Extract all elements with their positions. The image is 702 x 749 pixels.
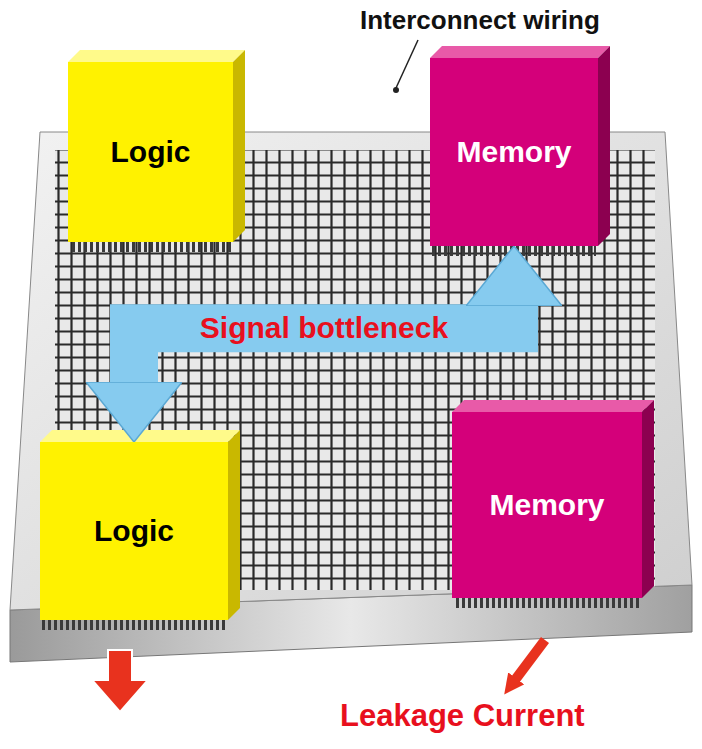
edge-label: Signal bottleneck [196,311,452,346]
block-label: Logic [94,514,174,549]
callout-label: Interconnect wiring [360,6,600,36]
block-side-face [598,46,610,246]
memory-block: Memory [452,412,642,598]
caption-label: Leakage Current [340,698,585,734]
leader-dot [393,87,399,93]
block-pins [432,246,596,256]
block-top-face [68,50,245,62]
logic-block: Logic [68,62,233,242]
block-side-face [642,400,654,598]
block-pins [70,242,231,252]
block-pins [42,620,226,630]
block-top-face [430,46,610,58]
block-pins [454,598,640,608]
block-label: Logic [111,135,191,170]
leakage-arrow [92,650,148,712]
leakage-arrow [515,640,545,680]
block-top-face [452,400,654,412]
memory-block: Memory [430,58,598,246]
signal-arrow [134,304,514,384]
logic-block: Logic [40,442,228,620]
leader-line [396,40,418,88]
block-side-face [228,430,240,620]
block-top-face [40,430,240,442]
block-label: Memory [456,135,571,170]
block-side-face [233,50,245,242]
block-label: Memory [489,488,604,523]
